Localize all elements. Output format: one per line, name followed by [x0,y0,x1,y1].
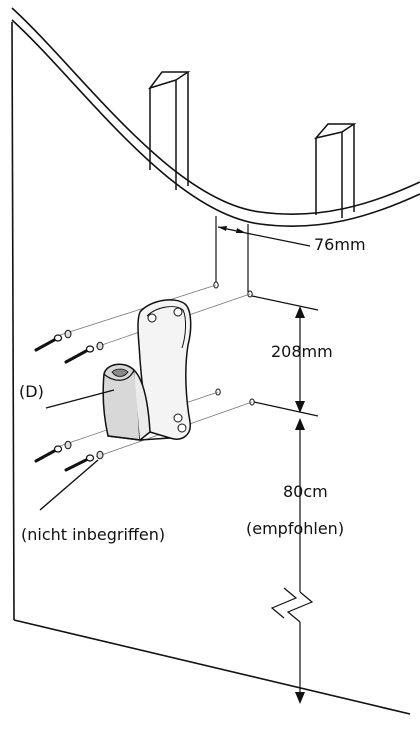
label-part-d: (D) [19,382,44,401]
leader-line-d [45,389,115,409]
dimension-76mm [215,216,311,292]
bracket-d [102,299,192,441]
wall-cutaway-curve [11,7,420,227]
dimension-80cm [270,418,314,704]
wall-edge-bottom [13,619,411,715]
leader-line-not-included [39,459,99,511]
dimension-208mm [251,295,319,417]
screw-bottom-left [34,440,72,463]
screw-top-left [34,329,72,352]
drill-holes [213,281,255,406]
label-not-included: (nicht inbegriffen) [21,525,166,544]
screw-bottom-right [64,450,104,472]
wall-edge-left [11,21,15,621]
wall [11,21,411,715]
label-80cm: 80cm [283,482,328,501]
stud-right [313,123,357,218]
label-208mm: 208mm [271,342,333,361]
stud-left [148,71,191,190]
label-76mm: 76mm [314,235,366,254]
label-recommended: (empfohlen) [246,519,345,538]
screw-top-right [64,341,104,364]
